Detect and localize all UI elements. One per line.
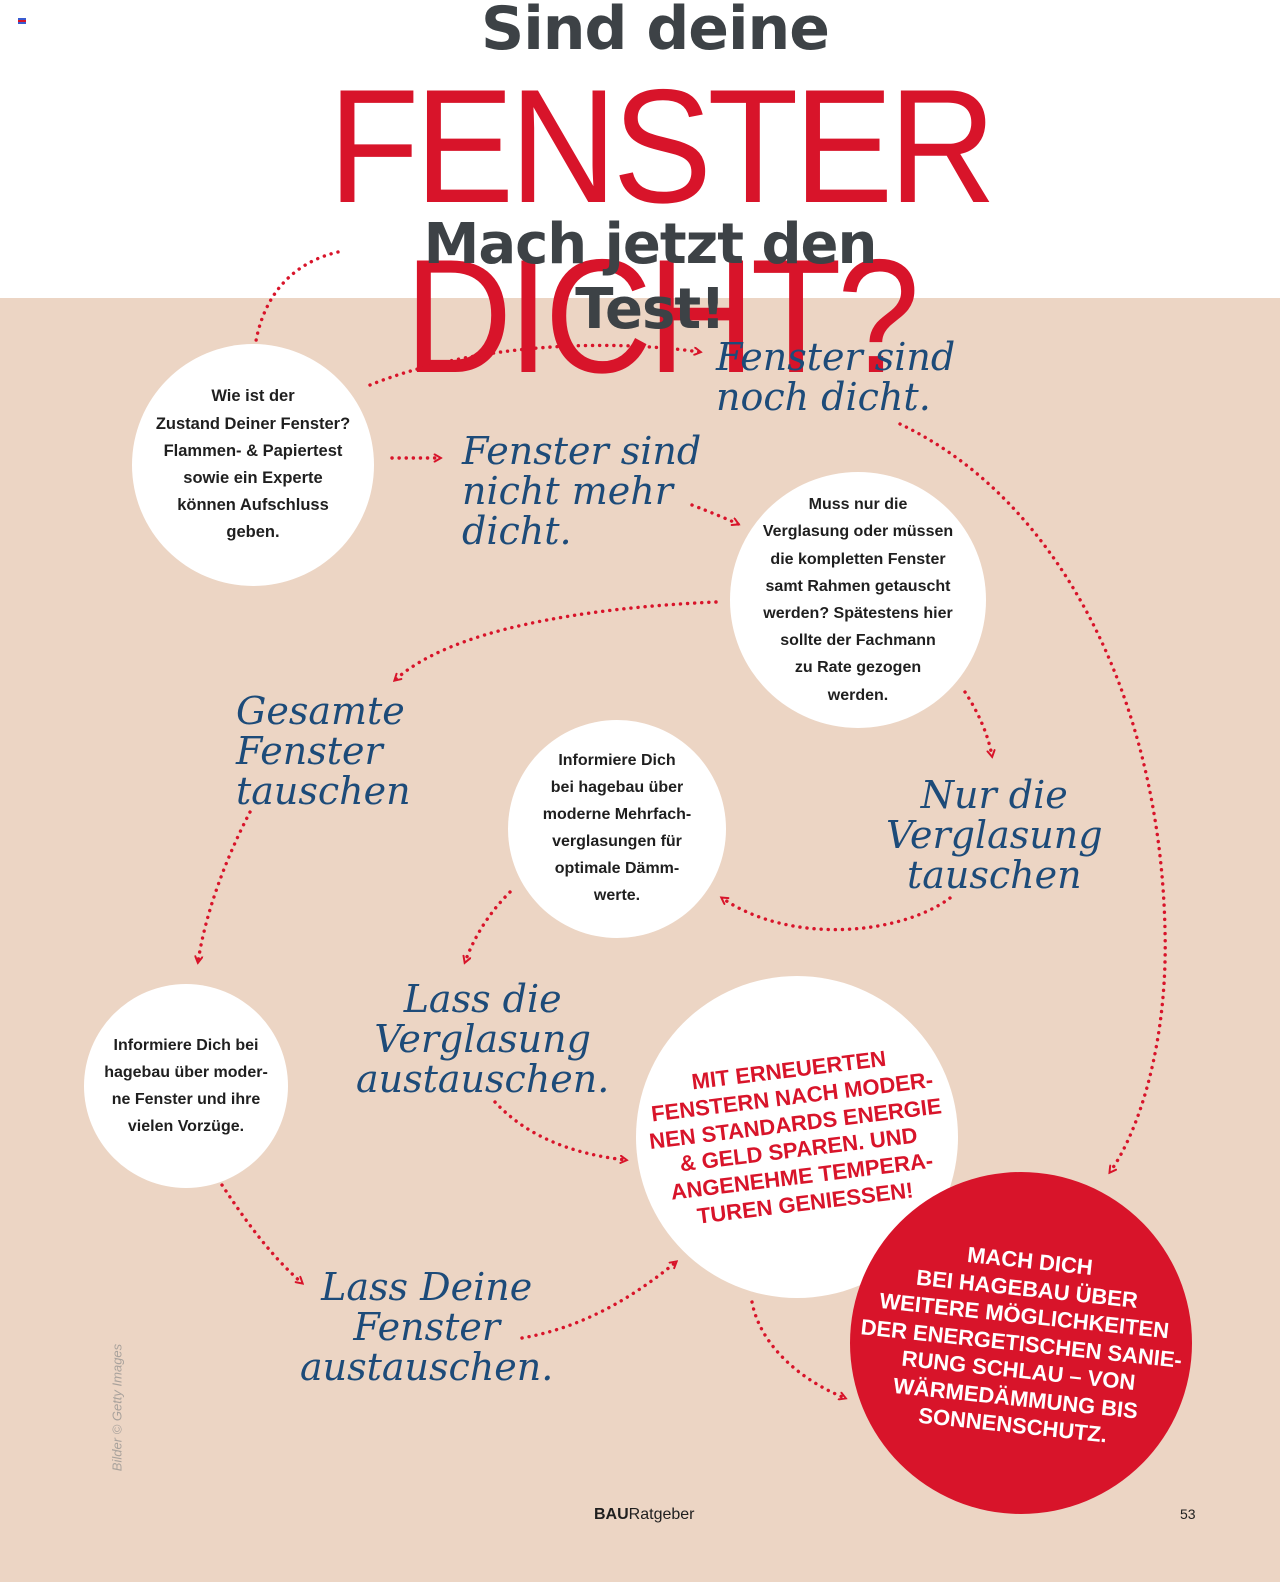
footer-brand-bold: BAU xyxy=(594,1506,629,1523)
title-line-3: Mach jetzt den Test! xyxy=(423,212,878,342)
arrow-result-to-final xyxy=(750,1300,845,1398)
arrow-glazing-only-to-info xyxy=(722,896,952,932)
arrow-not-tight-to-question xyxy=(690,503,738,524)
label-still-tight: Fenster sind noch dicht. xyxy=(716,335,956,419)
info-windows-node-text: Informiere Dich bei hagebau über moder- … xyxy=(104,1036,268,1136)
label-glazing-only: Nur die Verglasung tauschen xyxy=(886,773,1103,897)
title-line-1: Sind deine xyxy=(481,0,830,64)
footer-brand-rest: Ratgeber xyxy=(628,1506,695,1523)
page-number: 53 xyxy=(1180,1506,1196,1522)
flag-icon xyxy=(18,18,26,24)
footer-brand: BAURatgeber xyxy=(594,1506,695,1524)
label-not-tight: Fenster sind nicht mehr dicht. xyxy=(462,429,702,553)
image-credit: Bilder © Getty Images xyxy=(109,1343,125,1472)
arrow-info-to-let-glazing xyxy=(465,890,512,962)
arrow-question-to-glazing-only xyxy=(963,690,992,756)
arrow-replace-all-to-info-windows xyxy=(198,810,252,962)
info-glazing-node-text: Informiere Dich bei hagebau über moderne… xyxy=(542,752,692,904)
label-replace-all: Gesamte Fenster tauschen xyxy=(236,689,411,813)
arrow-question-to-replace-all xyxy=(395,600,718,680)
question-node-text: Muss nur die Verglasung oder müssen die … xyxy=(762,496,954,704)
label-let-windows: Lass Deine Fenster austauschen. xyxy=(300,1265,554,1389)
final-node: MACH DICH BEI HAGEBAU ÜBER WEITERE MÖGLI… xyxy=(850,1172,1192,1514)
title-line-2: FENSTER DICHT? xyxy=(328,56,996,408)
arrow-let-glazing-to-result xyxy=(493,1100,626,1160)
final-node-text: MACH DICH BEI HAGEBAU ÜBER WEITERE MÖGLI… xyxy=(859,1241,1183,1448)
arrow-start-to-still-tight xyxy=(368,343,700,387)
info-windows-node: Informiere Dich bei hagebau über moder- … xyxy=(84,984,288,1188)
question-node: Muss nur die Verglasung oder müssen die … xyxy=(730,472,986,728)
result-node-text: MIT ERNEUERTEN FENSTERN NACH MODER- NEN … xyxy=(647,1045,943,1229)
start-node: Wie ist der Zustand Deiner Fenster? Flam… xyxy=(132,344,374,586)
arrow-title-to-start xyxy=(253,250,340,370)
label-let-glazing: Lass die Verglasung austauschen. xyxy=(356,977,610,1101)
info-glazing-node: Informiere Dich bei hagebau über moderne… xyxy=(508,720,726,938)
arrow-info-windows-to-let-windows xyxy=(220,1183,302,1283)
arrow-still-tight-to-final xyxy=(898,422,1167,1172)
start-node-text: Wie ist der Zustand Deiner Fenster? Flam… xyxy=(155,387,351,542)
arrow-let-windows-to-result xyxy=(520,1262,676,1340)
